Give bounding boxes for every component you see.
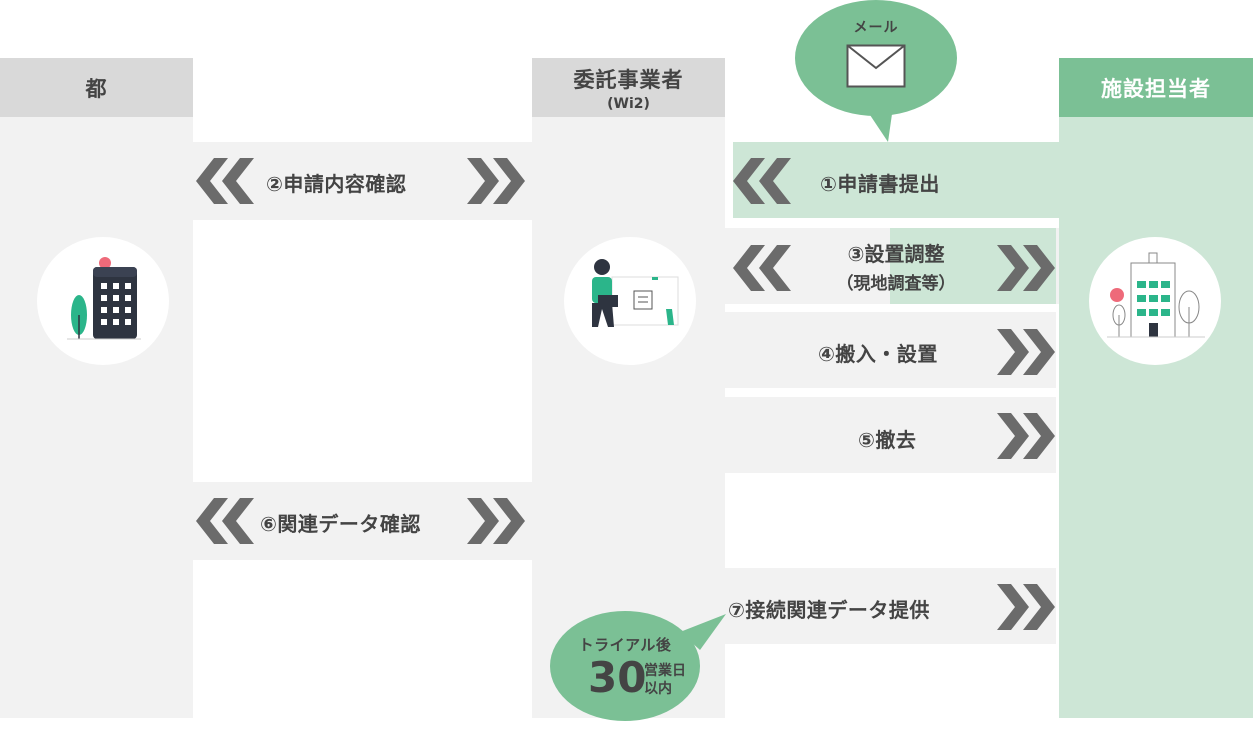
column-subtitle-contractor: (Wi2): [607, 95, 650, 112]
mail-label: メール: [853, 20, 899, 36]
trial-deadline-heading: トライアル後: [578, 636, 672, 654]
chevron-left-icon: [733, 158, 791, 204]
flow-label-data-review: ⑥関連データ確認: [260, 512, 421, 536]
chevron-right-icon: [997, 245, 1055, 291]
flow-label-application-submission: ①申請書提出: [820, 172, 940, 196]
chevron-left-icon: [196, 498, 254, 544]
flow-label-connection-data: ⑦接続関連データ提供: [728, 598, 930, 622]
office-building-icon: [67, 257, 141, 340]
flow-label-installation-coordination: ③設置調整 （現地調査等）: [806, 238, 986, 294]
trial-deadline-bubble: [550, 611, 700, 721]
trial-deadline-unit-line2: 以内: [644, 681, 672, 697]
column-title-facility: 施設担当者: [1101, 76, 1211, 101]
flow-label-application-review: ②申請内容確認: [266, 172, 407, 196]
column-title-tokyo: 都: [85, 76, 108, 101]
chevron-right-icon: [467, 158, 525, 204]
flow-band-delivery-installation: [725, 312, 1056, 388]
column-header-facility: 施設担当者: [1059, 58, 1253, 117]
flow-label-installation-coordination-main: ③設置調整: [847, 242, 945, 266]
chevron-left-icon: [733, 245, 791, 291]
flow-band-removal: [725, 397, 1056, 473]
person-with-laptop-icon: [592, 259, 679, 327]
flow-band-application-review: [193, 142, 532, 220]
chevron-right-icon: [997, 584, 1055, 630]
trial-deadline-unit: 営業日 以内: [644, 662, 686, 698]
column-title-contractor: 委託事業者: [573, 67, 684, 92]
flow-label-installation-coordination-sub: （現地調査等）: [836, 274, 956, 294]
mail-bubble-tail: [860, 100, 894, 142]
flow-band-installation-coordination-highlight: [890, 228, 1056, 304]
column-body-facility: [1059, 117, 1253, 718]
trial-deadline-unit-line1: 営業日: [644, 663, 686, 679]
facility-building-icon: [1107, 252, 1205, 338]
flow-band-data-review: [193, 482, 532, 560]
trial-bubble-tail: [680, 614, 726, 650]
flow-band-application-submission: [733, 142, 1059, 218]
column-body-tokyo: [0, 117, 193, 718]
flow-label-removal: ⑤撤去: [858, 428, 917, 452]
column-header-contractor: 委託事業者 (Wi2): [532, 58, 725, 117]
trial-deadline-number: 30: [588, 653, 647, 702]
column-header-tokyo: 都: [0, 58, 193, 117]
chevron-left-icon: [196, 158, 254, 204]
tokyo-building-illustration: [37, 237, 169, 365]
envelope-icon: [846, 44, 906, 88]
chevron-right-icon: [997, 329, 1055, 375]
flow-label-delivery-installation: ④搬入・設置: [818, 342, 938, 366]
facility-building-illustration: [1089, 237, 1221, 365]
contractor-person-illustration: [564, 237, 696, 365]
chevron-right-icon: [467, 498, 525, 544]
chevron-right-icon: [997, 413, 1055, 459]
flow-band-connection-data: [725, 568, 1056, 644]
